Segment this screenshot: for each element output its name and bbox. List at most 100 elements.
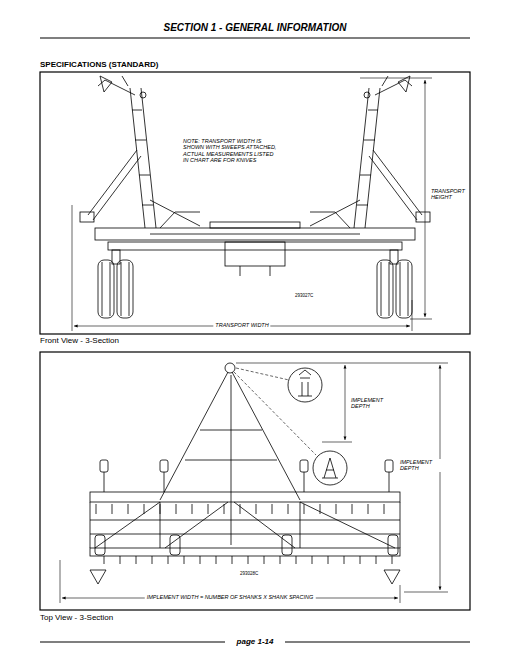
dimension-label: TRANSPORT WIDTH bbox=[213, 322, 270, 328]
drawing-stroke bbox=[40, 641, 225, 642]
drawing-stroke bbox=[210, 222, 300, 228]
drawing-stroke bbox=[108, 242, 402, 250]
drawing-stroke bbox=[288, 368, 322, 402]
drawing-stroke bbox=[144, 504, 145, 514]
drawing-stroke bbox=[304, 504, 305, 514]
drawing-stroke bbox=[280, 556, 281, 564]
drawing-stroke bbox=[122, 76, 128, 86]
drawing-stroke bbox=[440, 365, 441, 590]
drawing-stroke bbox=[248, 556, 249, 564]
drawing-stroke bbox=[80, 76, 430, 318]
drawing-stroke bbox=[236, 363, 448, 364]
drawing-stroke bbox=[184, 556, 185, 564]
drawing-stroke bbox=[288, 504, 289, 514]
drawing-stroke bbox=[60, 560, 61, 603]
drawing-stroke bbox=[300, 502, 301, 548]
drawing-stroke bbox=[412, 300, 413, 331]
drawing-stroke bbox=[152, 556, 153, 564]
drawing-stroke bbox=[322, 458, 338, 478]
drawing-stroke bbox=[236, 368, 289, 380]
drawing-stroke bbox=[170, 535, 180, 555]
drawing-stroke bbox=[298, 370, 312, 396]
drawing-stroke bbox=[141, 88, 156, 228]
drawing-stroke bbox=[93, 156, 141, 220]
drawing-stroke bbox=[140, 92, 146, 98]
drawing-stroke bbox=[121, 262, 122, 316]
drawing-stroke bbox=[344, 556, 345, 564]
drawing-stroke bbox=[345, 365, 346, 440]
drawing-stroke bbox=[388, 535, 398, 555]
drawing-stroke bbox=[404, 592, 448, 593]
drawing-stroke bbox=[165, 502, 228, 548]
drawing-stroke bbox=[100, 76, 112, 92]
dimension-label: IMPLEMENT DEPTH bbox=[349, 397, 393, 410]
drawing-stroke bbox=[96, 504, 97, 514]
drawing-stroke bbox=[400, 502, 401, 548]
drawing-number: 293028C bbox=[240, 571, 258, 576]
dimension-label: IMPLEMENT DEPTH bbox=[398, 459, 442, 472]
drawing-stroke bbox=[425, 80, 426, 317]
drawing-stroke bbox=[320, 504, 321, 514]
drawing-stroke bbox=[336, 504, 337, 514]
dimension-label: IMPLEMENT WIDTH = NUMBER OF SHANKS X SHA… bbox=[145, 594, 316, 600]
drawing-stroke bbox=[304, 472, 305, 492]
drawing-stroke bbox=[322, 442, 352, 443]
drawing-stroke bbox=[232, 372, 300, 500]
drawing-stroke bbox=[216, 556, 217, 564]
drawing-stroke bbox=[72, 78, 432, 331]
drawing-stroke bbox=[376, 556, 377, 564]
drawing-stroke bbox=[72, 205, 73, 331]
drawing-stroke bbox=[410, 319, 432, 320]
drawing-stroke bbox=[270, 266, 271, 276]
page-number: page 1-14 bbox=[235, 637, 276, 646]
drawing-stroke bbox=[160, 212, 175, 228]
drawing-stroke bbox=[360, 78, 432, 79]
drawing-stroke bbox=[142, 205, 153, 206]
drawing-stroke bbox=[385, 460, 393, 472]
drawing-stroke bbox=[256, 504, 257, 514]
drawing-stroke bbox=[313, 451, 347, 485]
drawing-stroke bbox=[135, 140, 146, 141]
drawing-stroke bbox=[360, 556, 361, 564]
drawing-stroke bbox=[234, 372, 316, 455]
drawing-stroke bbox=[150, 234, 360, 235]
drawing-stroke bbox=[40, 37, 470, 38]
drawing-stroke bbox=[352, 504, 353, 514]
drawing-stroke bbox=[150, 200, 200, 226]
drawing-stroke bbox=[176, 504, 177, 514]
drawing-stroke bbox=[60, 363, 448, 603]
drawing-stroke bbox=[392, 556, 393, 564]
drawing-stroke bbox=[225, 363, 235, 373]
drawing-stroke bbox=[90, 492, 400, 502]
drawing-stroke bbox=[234, 502, 295, 548]
figure-caption: Front View - 3-Section bbox=[40, 336, 119, 345]
drawing-stroke bbox=[225, 242, 285, 266]
drawing-stroke bbox=[164, 472, 165, 492]
drawing-stroke bbox=[175, 212, 200, 213]
section-title: SECTION 1 - GENERAL INFORMATION bbox=[164, 22, 347, 34]
drawing-stroke bbox=[300, 460, 308, 472]
dimension-label: TRANSPORT HEIGHT bbox=[429, 188, 469, 201]
drawing-stroke bbox=[272, 504, 273, 514]
drawing-stroke bbox=[328, 556, 329, 564]
drawing-stroke bbox=[110, 262, 111, 316]
drawing-stroke bbox=[96, 504, 392, 564]
drawing-stroke bbox=[136, 556, 137, 564]
note-text: NOTE: TRANSPORT WIDTH IS SHOWN WITH SWEE… bbox=[183, 138, 279, 163]
drawing-stroke bbox=[282, 535, 292, 555]
drawing-stroke bbox=[132, 110, 142, 111]
drawing-stroke bbox=[40, 72, 470, 334]
drawing-stroke bbox=[98, 260, 114, 318]
drawing-stroke bbox=[112, 250, 120, 264]
drawing-stroke bbox=[120, 556, 121, 564]
section-heading: SPECIFICATIONS (STANDARD) bbox=[40, 60, 158, 69]
drawing-stroke bbox=[104, 556, 105, 564]
drawing-stroke bbox=[192, 504, 193, 514]
drawing-stroke bbox=[117, 260, 133, 318]
drawing-stroke bbox=[80, 76, 200, 318]
drawing-stroke bbox=[100, 460, 108, 472]
drawing-stroke bbox=[240, 504, 241, 514]
drawing-stroke bbox=[285, 641, 470, 642]
